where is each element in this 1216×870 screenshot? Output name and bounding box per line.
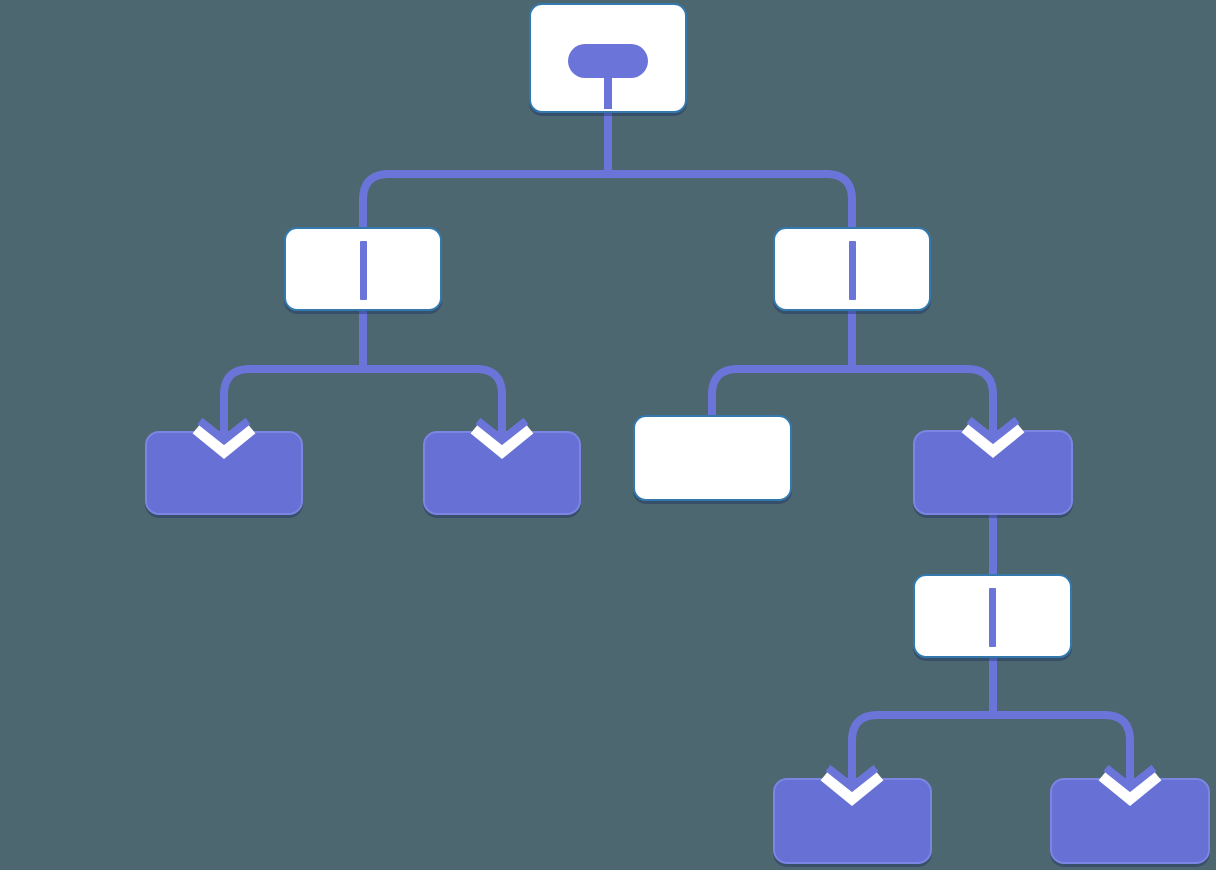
drop-chevron-icon bbox=[1098, 746, 1162, 807]
node-leaf-3[interactable] bbox=[633, 415, 792, 501]
pill-stem-icon bbox=[604, 76, 612, 109]
drop-chevron-icon bbox=[192, 399, 256, 460]
pill-with-stem-icon bbox=[568, 44, 648, 78]
node-root[interactable] bbox=[529, 3, 687, 113]
node-branch-bottom[interactable] bbox=[913, 574, 1072, 658]
text-cursor-icon bbox=[359, 241, 367, 300]
edge-branchleft-bracket bbox=[220, 365, 506, 410]
text-cursor-icon bbox=[989, 588, 996, 647]
node-branch-left[interactable] bbox=[284, 227, 442, 311]
drop-chevron-icon bbox=[961, 398, 1025, 459]
text-cursor-icon bbox=[848, 241, 856, 300]
edge-branchbottom-bracket bbox=[848, 711, 1134, 757]
node-branch-right[interactable] bbox=[773, 227, 931, 311]
edge-root-bracket bbox=[359, 170, 856, 231]
drop-chevron-icon bbox=[470, 399, 534, 460]
edge-branchright-bracket bbox=[708, 365, 997, 421]
drop-chevron-icon bbox=[820, 746, 884, 807]
